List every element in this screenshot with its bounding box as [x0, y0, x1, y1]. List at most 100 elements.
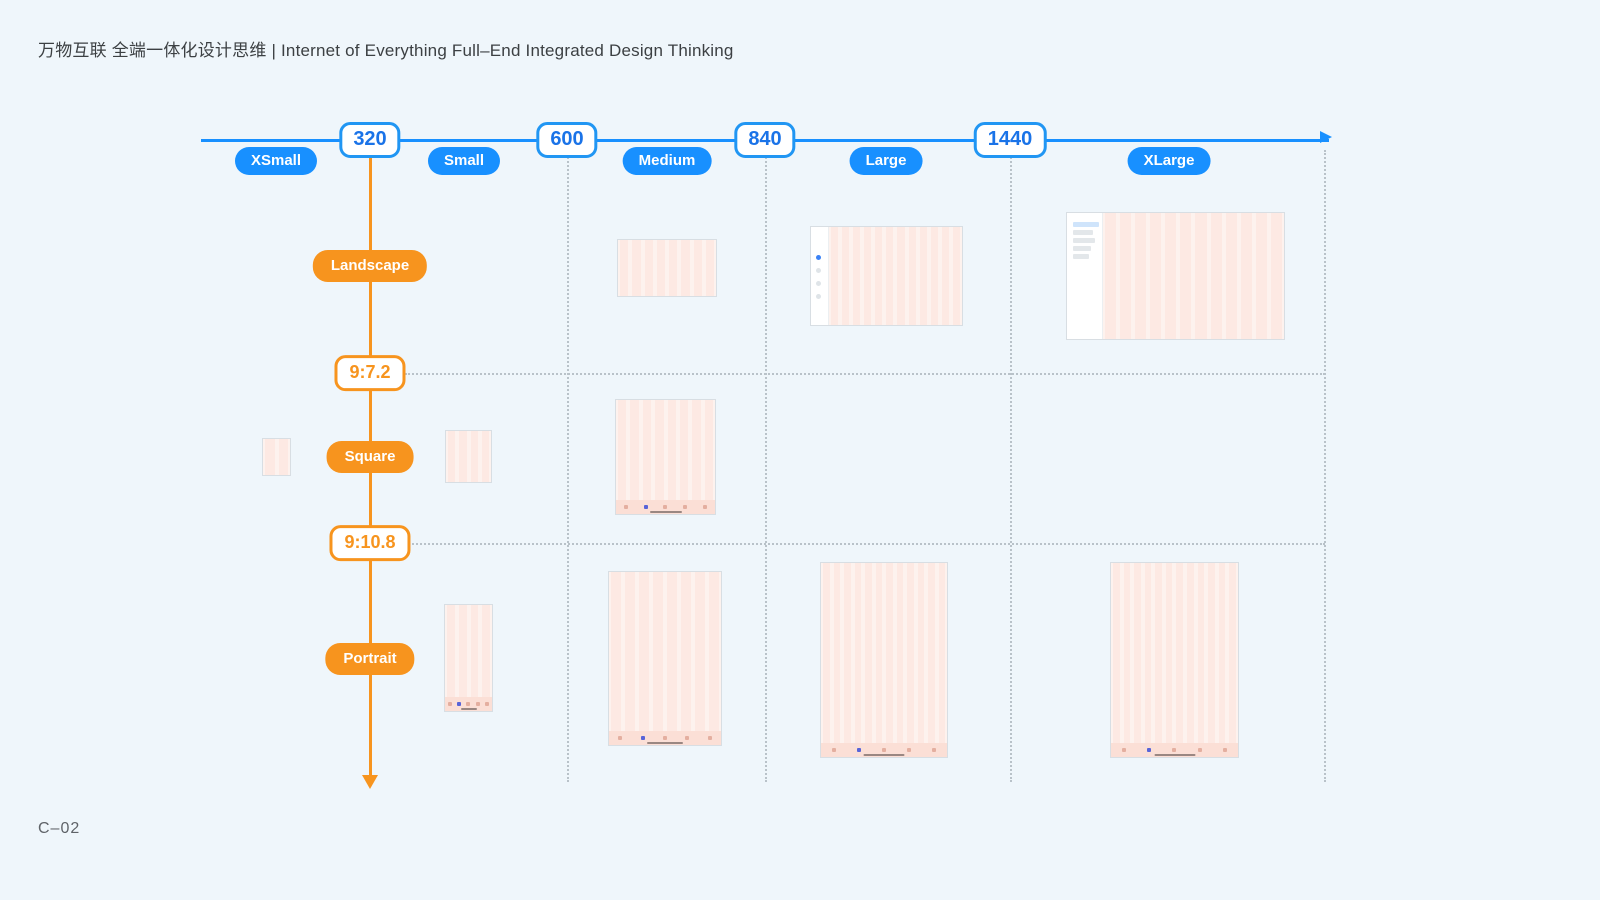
- grid-column: [875, 563, 882, 757]
- grid-column: [653, 572, 663, 745]
- grid-column: [1155, 563, 1162, 757]
- page-title: 万物互联 全端一体化设计思维 | Internet of Everything …: [38, 41, 734, 60]
- grid-column: [681, 240, 690, 296]
- grid-column: [655, 400, 664, 514]
- mockup-small-square: [445, 430, 492, 483]
- grid-column: [1270, 213, 1282, 339]
- grid-columns: [445, 605, 492, 711]
- grid-column: [853, 227, 861, 325]
- tab-bar-icon: [703, 505, 708, 509]
- grid-column: [1134, 563, 1141, 757]
- grid-columns: [616, 400, 715, 514]
- mockup-tab-bar: [616, 500, 715, 514]
- grid-column: [1120, 213, 1132, 339]
- grid-column: [1165, 213, 1177, 339]
- grid-column: [941, 227, 949, 325]
- sidebar-menu-item: [1073, 238, 1095, 243]
- grid-column: [917, 563, 924, 757]
- tab-bar-icon: [932, 748, 937, 752]
- grid-column: [1135, 213, 1147, 339]
- grid-column: [864, 227, 872, 325]
- grid-guide-horizontal: [405, 543, 1325, 545]
- grid-column: [679, 400, 689, 514]
- mockup-tab-bar: [609, 731, 721, 745]
- grid-column: [656, 240, 665, 296]
- tab-bar-icon: [907, 748, 912, 752]
- grid-column: [481, 431, 489, 482]
- grid-column: [930, 227, 938, 325]
- tab-bar-icon: [856, 748, 861, 752]
- grid-column: [1144, 563, 1152, 757]
- grid-column: [1229, 563, 1236, 757]
- breakpoint-node-1440[interactable]: 1440: [973, 122, 1047, 158]
- mockup-medium-landscape: [617, 239, 717, 297]
- mockup-xlarge-portrait: [1110, 562, 1239, 758]
- tab-bar-icon: [640, 736, 645, 740]
- grid-column: [667, 400, 676, 514]
- grid-column: [823, 563, 830, 757]
- grid-column: [1218, 563, 1226, 757]
- size-class-xsmall[interactable]: XSmall: [234, 147, 318, 175]
- sidebar-icon: [816, 281, 821, 286]
- tab-bar-icon: [881, 748, 886, 752]
- size-class-xlarge[interactable]: XLarge: [1127, 147, 1211, 175]
- orientation-portrait[interactable]: Portrait: [325, 643, 415, 675]
- grid-column: [1176, 563, 1184, 757]
- mockup-xlarge-landscape: [1066, 212, 1285, 340]
- grid-column: [625, 572, 635, 745]
- grid-guide-vertical: [1010, 150, 1012, 782]
- mockup-large-portrait: [820, 562, 948, 758]
- grid-column: [448, 431, 456, 482]
- grid-column: [630, 400, 639, 514]
- tab-bar-icon: [683, 505, 688, 509]
- mockup-tab-bar: [445, 697, 492, 711]
- mockup-large-landscape: [810, 226, 963, 326]
- grid-column: [669, 240, 678, 296]
- page-code: C–02: [38, 820, 81, 837]
- tab-bar-icon: [1121, 748, 1126, 752]
- tab-bar-icon: [485, 702, 490, 706]
- grid-columns: [263, 439, 290, 475]
- grid-column: [639, 572, 649, 745]
- tab-bar-icon: [1147, 748, 1152, 752]
- orientation-square[interactable]: Square: [326, 441, 414, 473]
- size-class-large[interactable]: Large: [849, 147, 923, 175]
- grid-columns: [1103, 213, 1284, 339]
- mockup-xsmall-square: [262, 438, 291, 476]
- aspect-ratio-node[interactable]: 9:10.8: [329, 525, 411, 561]
- grid-column: [1165, 563, 1173, 757]
- breakpoint-node-840[interactable]: 840: [734, 122, 796, 158]
- grid-column: [1123, 563, 1131, 757]
- home-indicator: [647, 742, 683, 744]
- size-class-medium[interactable]: Medium: [622, 147, 712, 175]
- breakpoint-node-600[interactable]: 600: [536, 122, 598, 158]
- mockup-sidebar: [1067, 213, 1103, 339]
- grid-column: [1113, 563, 1120, 757]
- tab-bar-icon: [466, 702, 471, 706]
- mockup-medium-portrait: [608, 571, 722, 746]
- size-class-small[interactable]: Small: [427, 147, 501, 175]
- grid-column: [470, 605, 479, 711]
- grid-column: [952, 227, 960, 325]
- grid-column: [278, 439, 288, 475]
- home-indicator: [863, 754, 905, 756]
- breakpoint-node-320[interactable]: 320: [339, 122, 401, 158]
- grid-columns: [446, 431, 491, 482]
- grid-column: [667, 572, 677, 745]
- grid-column: [618, 400, 627, 514]
- grid-column: [886, 227, 894, 325]
- grid-column: [1197, 563, 1205, 757]
- aspect-ratio-node[interactable]: 9:7.2: [334, 355, 406, 391]
- sidebar-menu-item: [1073, 246, 1091, 251]
- grid-column: [1105, 213, 1117, 339]
- grid-columns: [1111, 563, 1238, 757]
- grid-column: [458, 605, 467, 711]
- orientation-landscape[interactable]: Landscape: [312, 250, 428, 282]
- grid-column: [886, 563, 893, 757]
- grid-column: [875, 227, 883, 325]
- grid-column: [1225, 213, 1237, 339]
- grid-column: [896, 563, 903, 757]
- grid-column: [632, 240, 641, 296]
- sidebar-icon: [816, 255, 821, 260]
- mockup-tab-bar: [821, 743, 947, 757]
